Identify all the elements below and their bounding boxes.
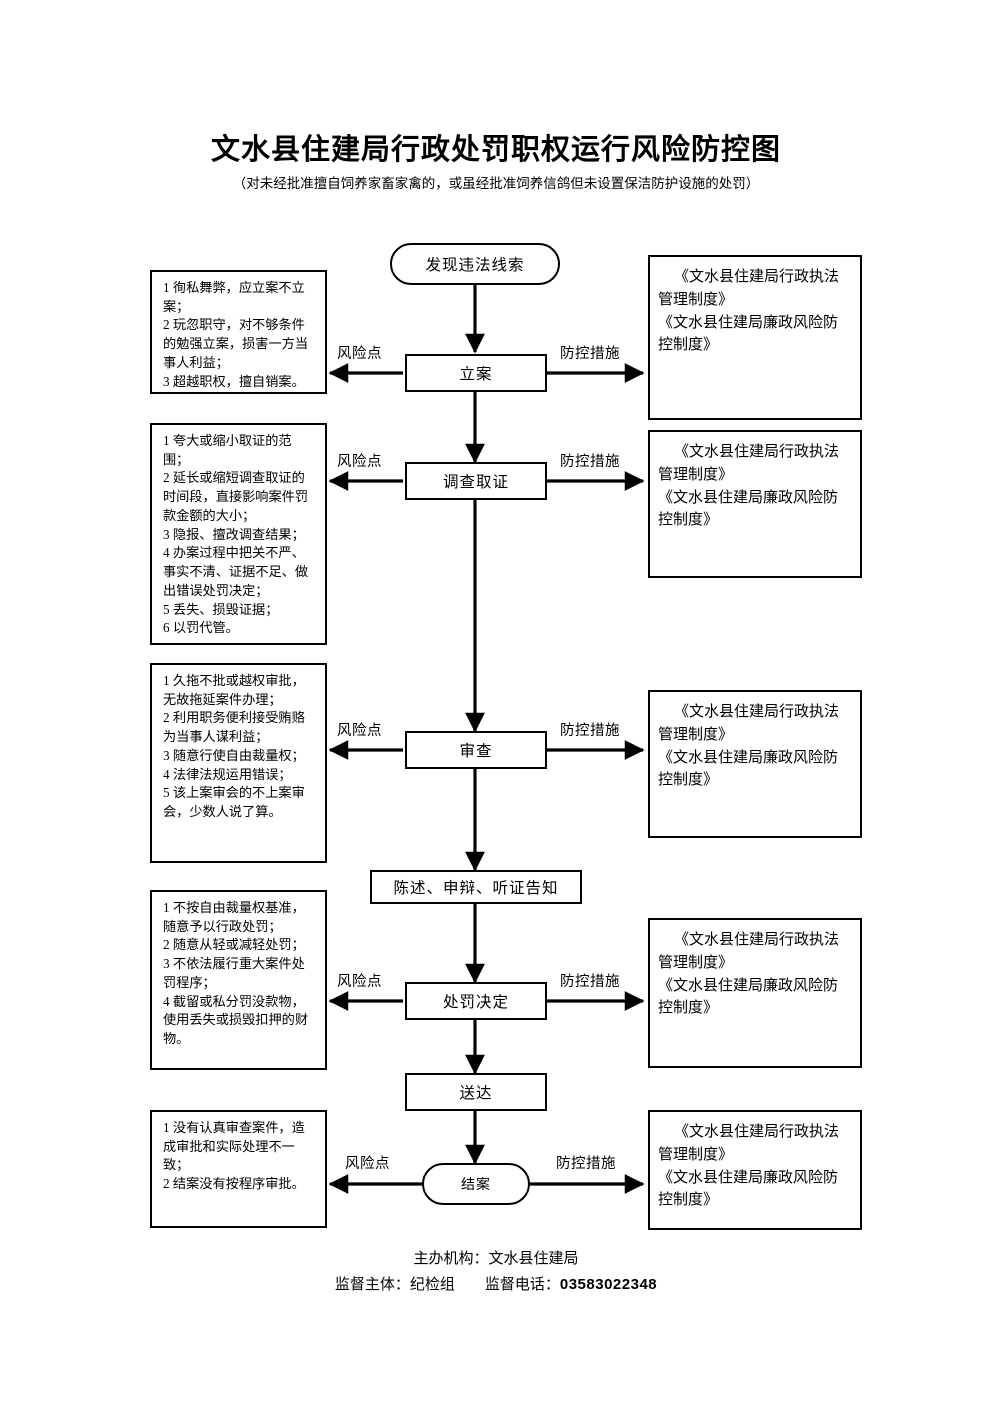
node-review[interactable]: 审查 [405, 731, 547, 769]
risk-panel-decision: 1 不按自由裁量权基准，随意予以行政处罚； 2 随意从轻或减轻处罚； 3 不依法… [150, 890, 327, 1070]
edge-label-risk-review: 风险点 [337, 723, 382, 739]
edge-label-measure-investigation: 防控措施 [560, 454, 620, 470]
edge-label-measure-closure: 防控措施 [556, 1156, 616, 1172]
risk-panel-review: 1 久拖不批或越权审批，无故拖延案件办理； 2 利用职务便利接受贿赂为当事人谋利… [150, 663, 327, 863]
measure-panel-decision: 《文水县住建局行政执法管理制度》 《文水县住建局廉政风险防控制度》 [648, 918, 862, 1068]
measure-panel-investigation: 《文水县住建局行政执法管理制度》 《文水县住建局廉政风险防控制度》 [648, 430, 862, 578]
page-subtitle: （对未经批准擅自饲养家畜家禽的，或虽经批准饲养信鸽但未设置保洁防护设施的处罚） [232, 176, 760, 191]
edge-label-measure-decision: 防控措施 [560, 974, 620, 990]
footer-supervisor: 监督主体：纪检组 监督电话： [334, 1277, 560, 1294]
measure-panel-closure: 《文水县住建局行政执法管理制度》 《文水县住建局廉政风险防控制度》 [648, 1110, 862, 1230]
node-delivery[interactable]: 送达 [405, 1073, 547, 1111]
measure-panel-filing: 《文水县住建局行政执法管理制度》 《文水县住建局廉政风险防控制度》 [648, 255, 862, 420]
footer-organizer: 主办机构：文水县住建局 [413, 1251, 579, 1267]
risk-panel-investigation: 1 夸大或缩小取证的范围； 2 延长或缩短调查取证的时间段，直接影响案件罚款金额… [150, 423, 327, 645]
page-title: 文水县住建局行政处罚职权运行风险防控图 [210, 134, 781, 166]
node-decision[interactable]: 处罚决定 [405, 982, 547, 1020]
edge-label-measure-filing: 防控措施 [560, 346, 620, 362]
node-closure[interactable]: 结案 [422, 1163, 530, 1205]
risk-panel-filing: 1 徇私舞弊，应立案不立案； 2 玩忽职守，对不够条件的勉强立案，损害一方当事人… [150, 270, 327, 394]
footer-phone: 03583022348 [559, 1276, 658, 1294]
edge-label-measure-review: 防控措施 [560, 723, 620, 739]
edge-label-risk-filing: 风险点 [337, 346, 382, 362]
edge-label-risk-investigation: 风险点 [337, 454, 382, 470]
measure-panel-review: 《文水县住建局行政执法管理制度》 《文水县住建局廉政风险防控制度》 [648, 690, 862, 838]
edge-label-risk-decision: 风险点 [337, 974, 382, 990]
node-start[interactable]: 发现违法线索 [390, 243, 560, 285]
node-investigation[interactable]: 调查取证 [405, 462, 547, 500]
node-notice[interactable]: 陈述、申辩、听证告知 [370, 870, 582, 904]
risk-panel-closure: 1 没有认真审查案件，造成审批和实际处理不一致； 2 结案没有按程序审批。 [150, 1110, 327, 1228]
node-filing[interactable]: 立案 [405, 354, 547, 392]
footer: 主办机构：文水县住建局 监督主体：纪检组 监督电话：03583022348 [0, 1246, 992, 1299]
edge-label-risk-closure: 风险点 [345, 1156, 390, 1172]
footer-supervisor-line: 监督主体：纪检组 监督电话：03583022348 [0, 1272, 992, 1298]
